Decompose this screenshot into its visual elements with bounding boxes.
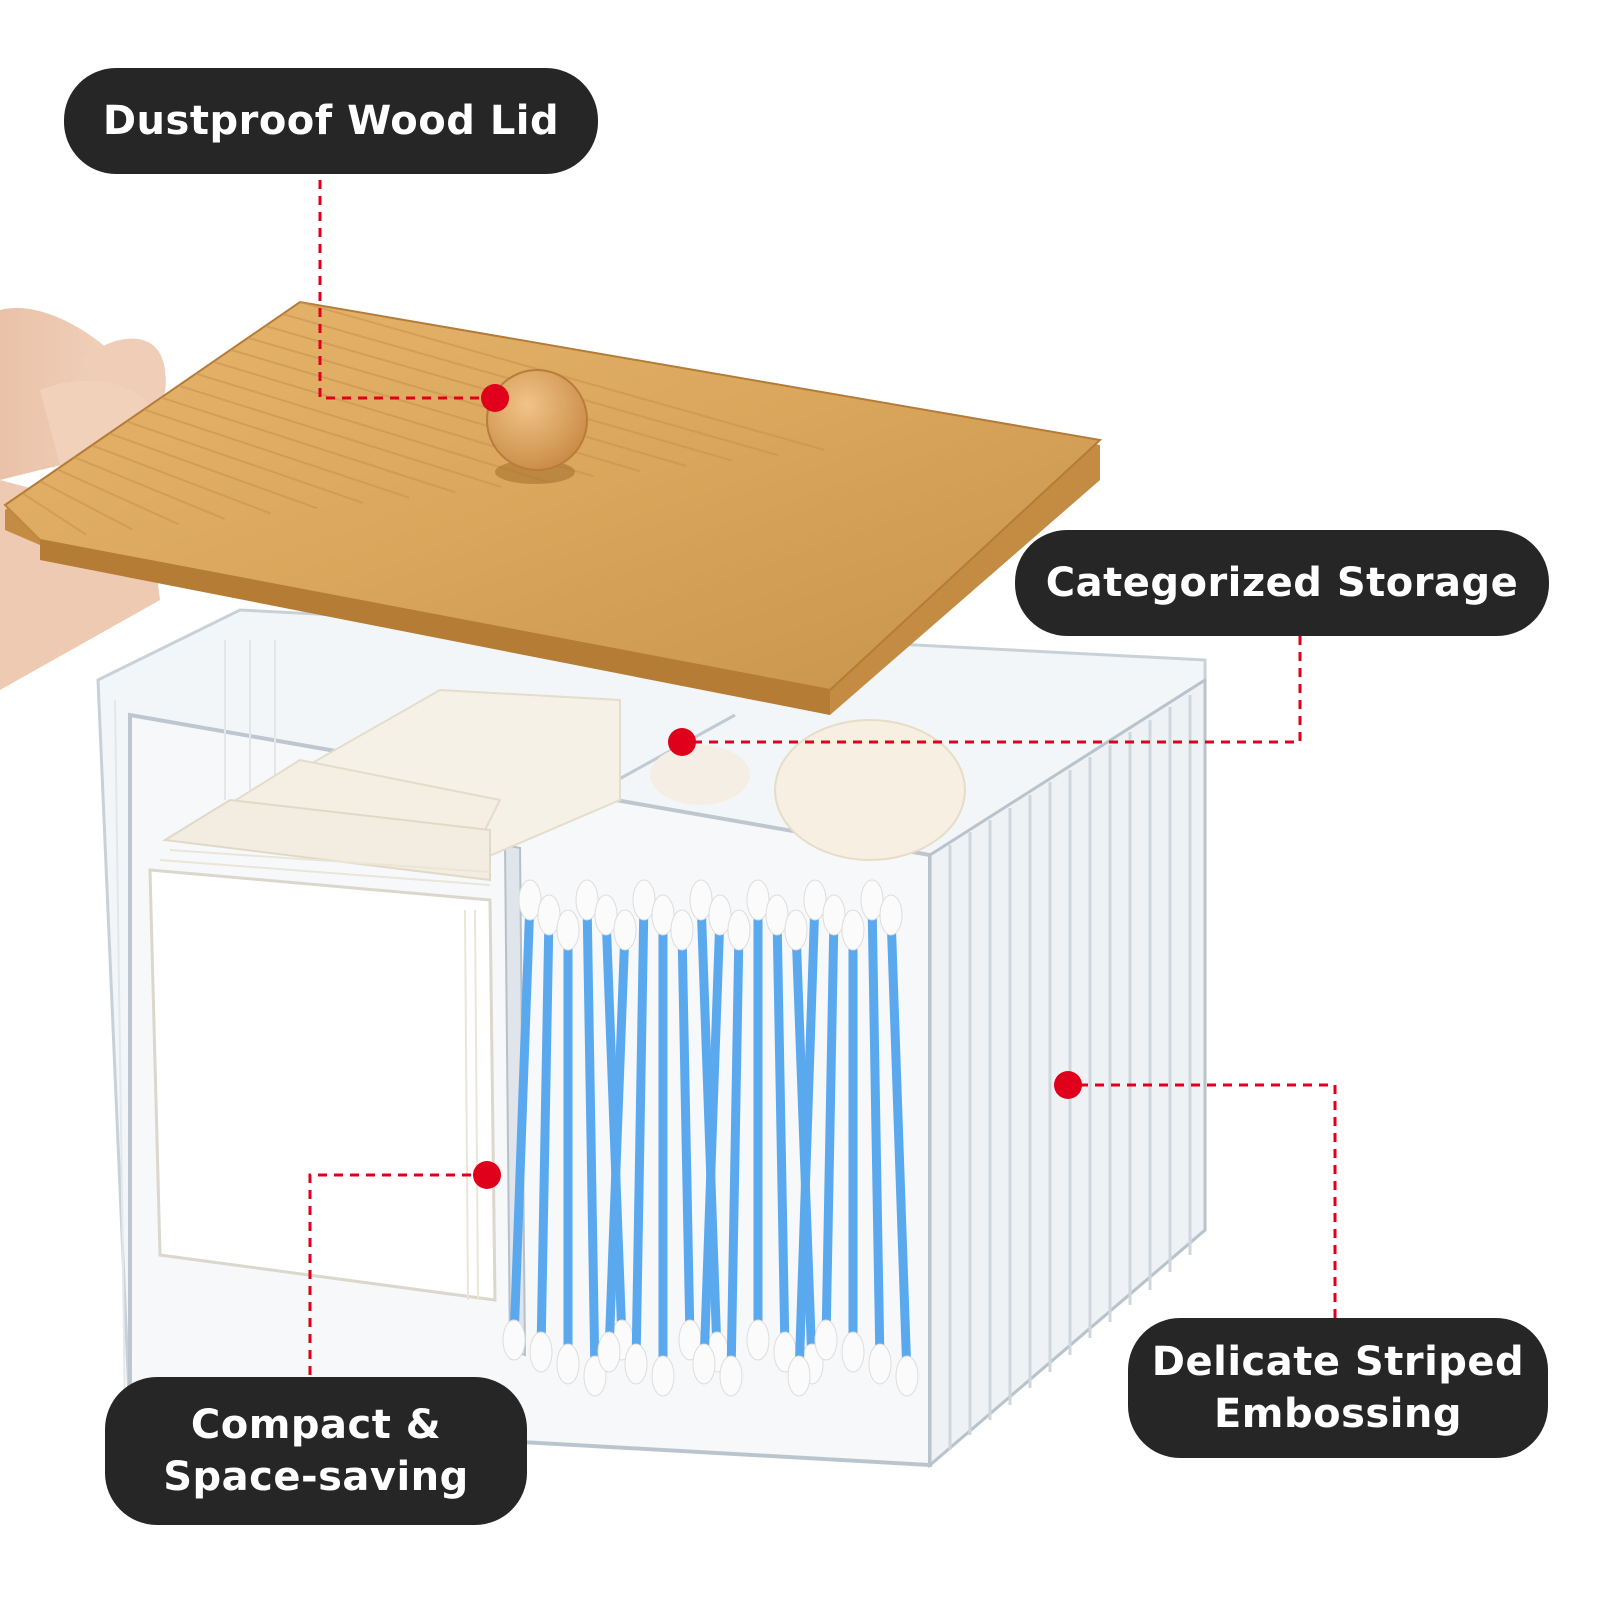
swab-stick xyxy=(867,899,885,1365)
cotton-balls xyxy=(650,719,966,861)
swab-tip xyxy=(868,1343,892,1385)
swab-tip xyxy=(727,909,751,951)
swab-stick xyxy=(677,929,695,1341)
swab-tip xyxy=(692,1343,716,1385)
callout-embossing-line1: Delicate Striped xyxy=(1151,1339,1525,1385)
swab-tip xyxy=(556,909,580,951)
anchor-dot-compact xyxy=(473,1161,501,1189)
swab-tip xyxy=(670,909,694,951)
swab-stick xyxy=(821,914,839,1341)
lid-grain-line xyxy=(74,456,225,520)
swab-tip xyxy=(624,1343,648,1385)
lid-grain-line xyxy=(56,468,179,526)
swab-tip xyxy=(502,1319,526,1361)
swab-stick xyxy=(699,914,725,1365)
lid-grain-line xyxy=(195,372,548,483)
callout-storage: Categorized Storage xyxy=(1015,530,1549,636)
leader-line-lid xyxy=(318,180,495,400)
swab-tip xyxy=(594,894,618,936)
swab-stick xyxy=(509,899,535,1341)
swab-tip xyxy=(518,879,542,921)
swab-tip xyxy=(719,1355,743,1397)
swab-tip xyxy=(746,1319,770,1361)
swab-tip xyxy=(613,909,637,951)
leader-line-embossing xyxy=(1068,1083,1337,1318)
callout-embossing: Delicate Striped Embossing xyxy=(1128,1318,1548,1458)
wooden-knob xyxy=(486,369,588,484)
callout-storage-label: Categorized Storage xyxy=(1045,560,1519,606)
lid-grain-line xyxy=(21,492,87,536)
lid-grain-line xyxy=(160,396,456,494)
swab-stick xyxy=(726,929,744,1377)
swab-tip xyxy=(689,879,713,921)
callout-lid-label: Dustproof Wood Lid xyxy=(102,98,560,144)
swab-stick xyxy=(604,929,630,1353)
swab-stick xyxy=(772,914,790,1353)
swab-tip xyxy=(787,1355,811,1397)
lid-grain-line xyxy=(108,432,318,510)
swab-tip xyxy=(632,879,656,921)
leader-line-storage xyxy=(682,636,1302,744)
swab-tip xyxy=(746,879,770,921)
callout-embossing-line2: Embossing xyxy=(1213,1391,1463,1437)
callout-compact-line2: Space-saving xyxy=(163,1454,469,1500)
swab-tip xyxy=(556,1343,580,1385)
swab-tip xyxy=(814,1319,838,1361)
swab-stick xyxy=(794,899,820,1377)
swab-tip xyxy=(860,879,884,921)
cotton-swabs xyxy=(502,879,919,1397)
callout-lid: Dustproof Wood Lid xyxy=(64,68,598,174)
swab-tip xyxy=(583,1355,607,1397)
swab-stick xyxy=(536,914,554,1353)
anchor-dot-storage xyxy=(668,728,696,756)
swab-tip xyxy=(895,1355,919,1397)
swab-tip xyxy=(708,894,732,936)
swab-stick xyxy=(886,914,912,1377)
lid-grain-line xyxy=(91,444,272,515)
swab-tip xyxy=(651,894,675,936)
lid-grain-line xyxy=(4,504,41,541)
swab-stick xyxy=(582,899,600,1377)
anchor-dot-embossing xyxy=(1054,1071,1082,1099)
swab-tip xyxy=(765,894,789,936)
bamboo-lid xyxy=(3,300,1103,715)
lid-grain-line xyxy=(126,420,364,504)
swab-tip xyxy=(803,879,827,921)
callout-compact-line1: Compact & xyxy=(190,1402,442,1448)
swab-tip xyxy=(841,1331,865,1373)
swab-tip xyxy=(822,894,846,936)
lid-grain-line xyxy=(143,408,410,499)
leader-line-compact xyxy=(308,1173,487,1375)
swab-tip xyxy=(879,894,903,936)
swab-tip xyxy=(841,909,865,951)
lid-grain-line xyxy=(178,384,502,489)
callout-compact: Compact & Space-saving xyxy=(105,1377,527,1525)
swab-tip xyxy=(537,894,561,936)
swab-tip xyxy=(651,1355,675,1397)
lid-grain-line xyxy=(39,480,133,531)
swab-tip xyxy=(597,1331,621,1373)
swab-stick xyxy=(631,899,649,1365)
cotton-pads xyxy=(148,688,621,1302)
anchor-dot-lid xyxy=(481,384,509,412)
swab-tip xyxy=(529,1331,553,1373)
swab-tip xyxy=(575,879,599,921)
swab-tip xyxy=(784,909,808,951)
